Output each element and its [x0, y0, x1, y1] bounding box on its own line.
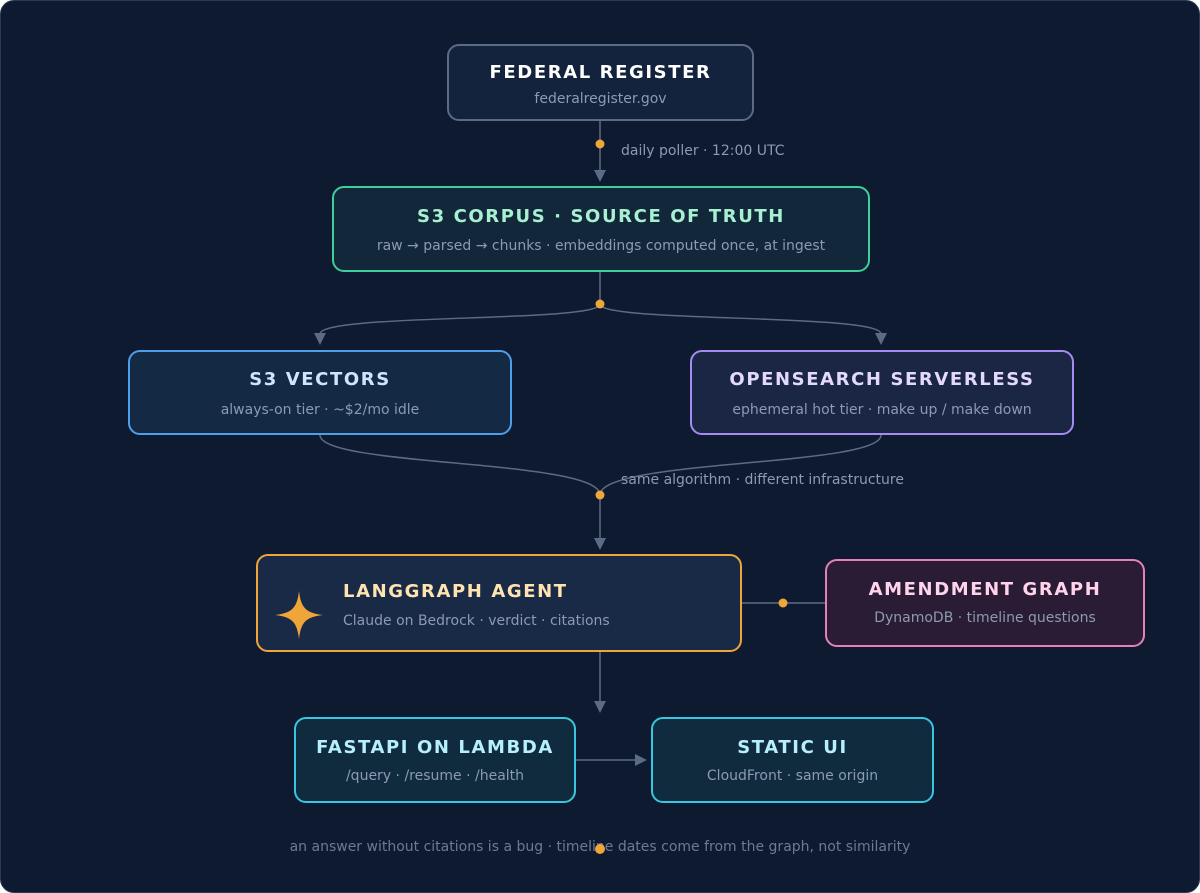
arrowhead — [594, 170, 606, 182]
edge-opensearch-to-merge — [599, 434, 882, 496]
fastapi-title: FASTAPI ON LAMBDA — [316, 737, 554, 758]
junction-dot — [595, 139, 605, 149]
arrowhead — [594, 701, 606, 713]
fastapi-subtitle: /query · /resume · /health — [345, 768, 525, 784]
arrowhead — [594, 538, 606, 550]
static-ui-title: STATIC UI — [737, 737, 848, 758]
junction-dot — [595, 299, 605, 309]
s3-vectors-subtitle: always-on tier · ~$2/mo idle — [220, 402, 420, 418]
federal-register-node[interactable]: FEDERAL REGISTER federalregister.gov — [447, 44, 754, 121]
s3-corpus-title: S3 CORPUS · SOURCE OF TRUTH — [417, 206, 785, 227]
federal-register-subtitle: federalregister.gov — [534, 91, 667, 107]
footer-dot — [595, 844, 605, 854]
fastapi-node[interactable]: FASTAPI ON LAMBDA /query · /resume · /he… — [294, 717, 576, 803]
junction-dot — [595, 490, 605, 500]
s3-corpus-node[interactable]: S3 CORPUS · SOURCE OF TRUTH raw → parsed… — [332, 186, 870, 272]
amendment-graph-subtitle: DynamoDB · timeline questions — [874, 610, 1096, 626]
arrowhead — [314, 333, 326, 345]
edge-junction-to-opensearch — [599, 303, 882, 335]
poller-edge-label: daily poller · 12:00 UTC — [621, 143, 785, 159]
amendment-graph-node[interactable]: AMENDMENT GRAPH DynamoDB · timeline ques… — [825, 559, 1145, 647]
langgraph-agent-subtitle: Claude on Bedrock · verdict · citations — [343, 613, 610, 629]
edge-s3-vectors-to-merge — [319, 434, 601, 496]
opensearch-node[interactable]: OPENSEARCH SERVERLESS ephemeral hot tier… — [690, 350, 1074, 435]
langgraph-agent-title: LANGGRAPH AGENT — [343, 581, 568, 602]
static-ui-node[interactable]: STATIC UI CloudFront · same origin — [651, 717, 934, 803]
arrowhead — [875, 333, 887, 345]
sparkle-icon — [275, 591, 323, 639]
junction-dot — [778, 598, 788, 608]
s3-vectors-title: S3 VECTORS — [249, 369, 391, 390]
amendment-graph-title: AMENDMENT GRAPH — [868, 579, 1102, 600]
s3-corpus-subtitle: raw → parsed → chunks · embeddings compu… — [376, 238, 826, 254]
merge-edge-label: same algorithm · different infrastructur… — [621, 472, 904, 488]
arrowhead — [635, 754, 647, 766]
s3-vectors-node[interactable]: S3 VECTORS always-on tier · ~$2/mo idle — [128, 350, 512, 435]
opensearch-title: OPENSEARCH SERVERLESS — [729, 369, 1035, 390]
opensearch-subtitle: ephemeral hot tier · make up / make down — [732, 402, 1032, 418]
federal-register-title: FEDERAL REGISTER — [489, 62, 712, 83]
edge-junction-to-s3-vectors — [319, 303, 601, 335]
static-ui-subtitle: CloudFront · same origin — [706, 768, 879, 784]
langgraph-agent-node[interactable]: LANGGRAPH AGENT Claude on Bedrock · verd… — [256, 554, 742, 652]
